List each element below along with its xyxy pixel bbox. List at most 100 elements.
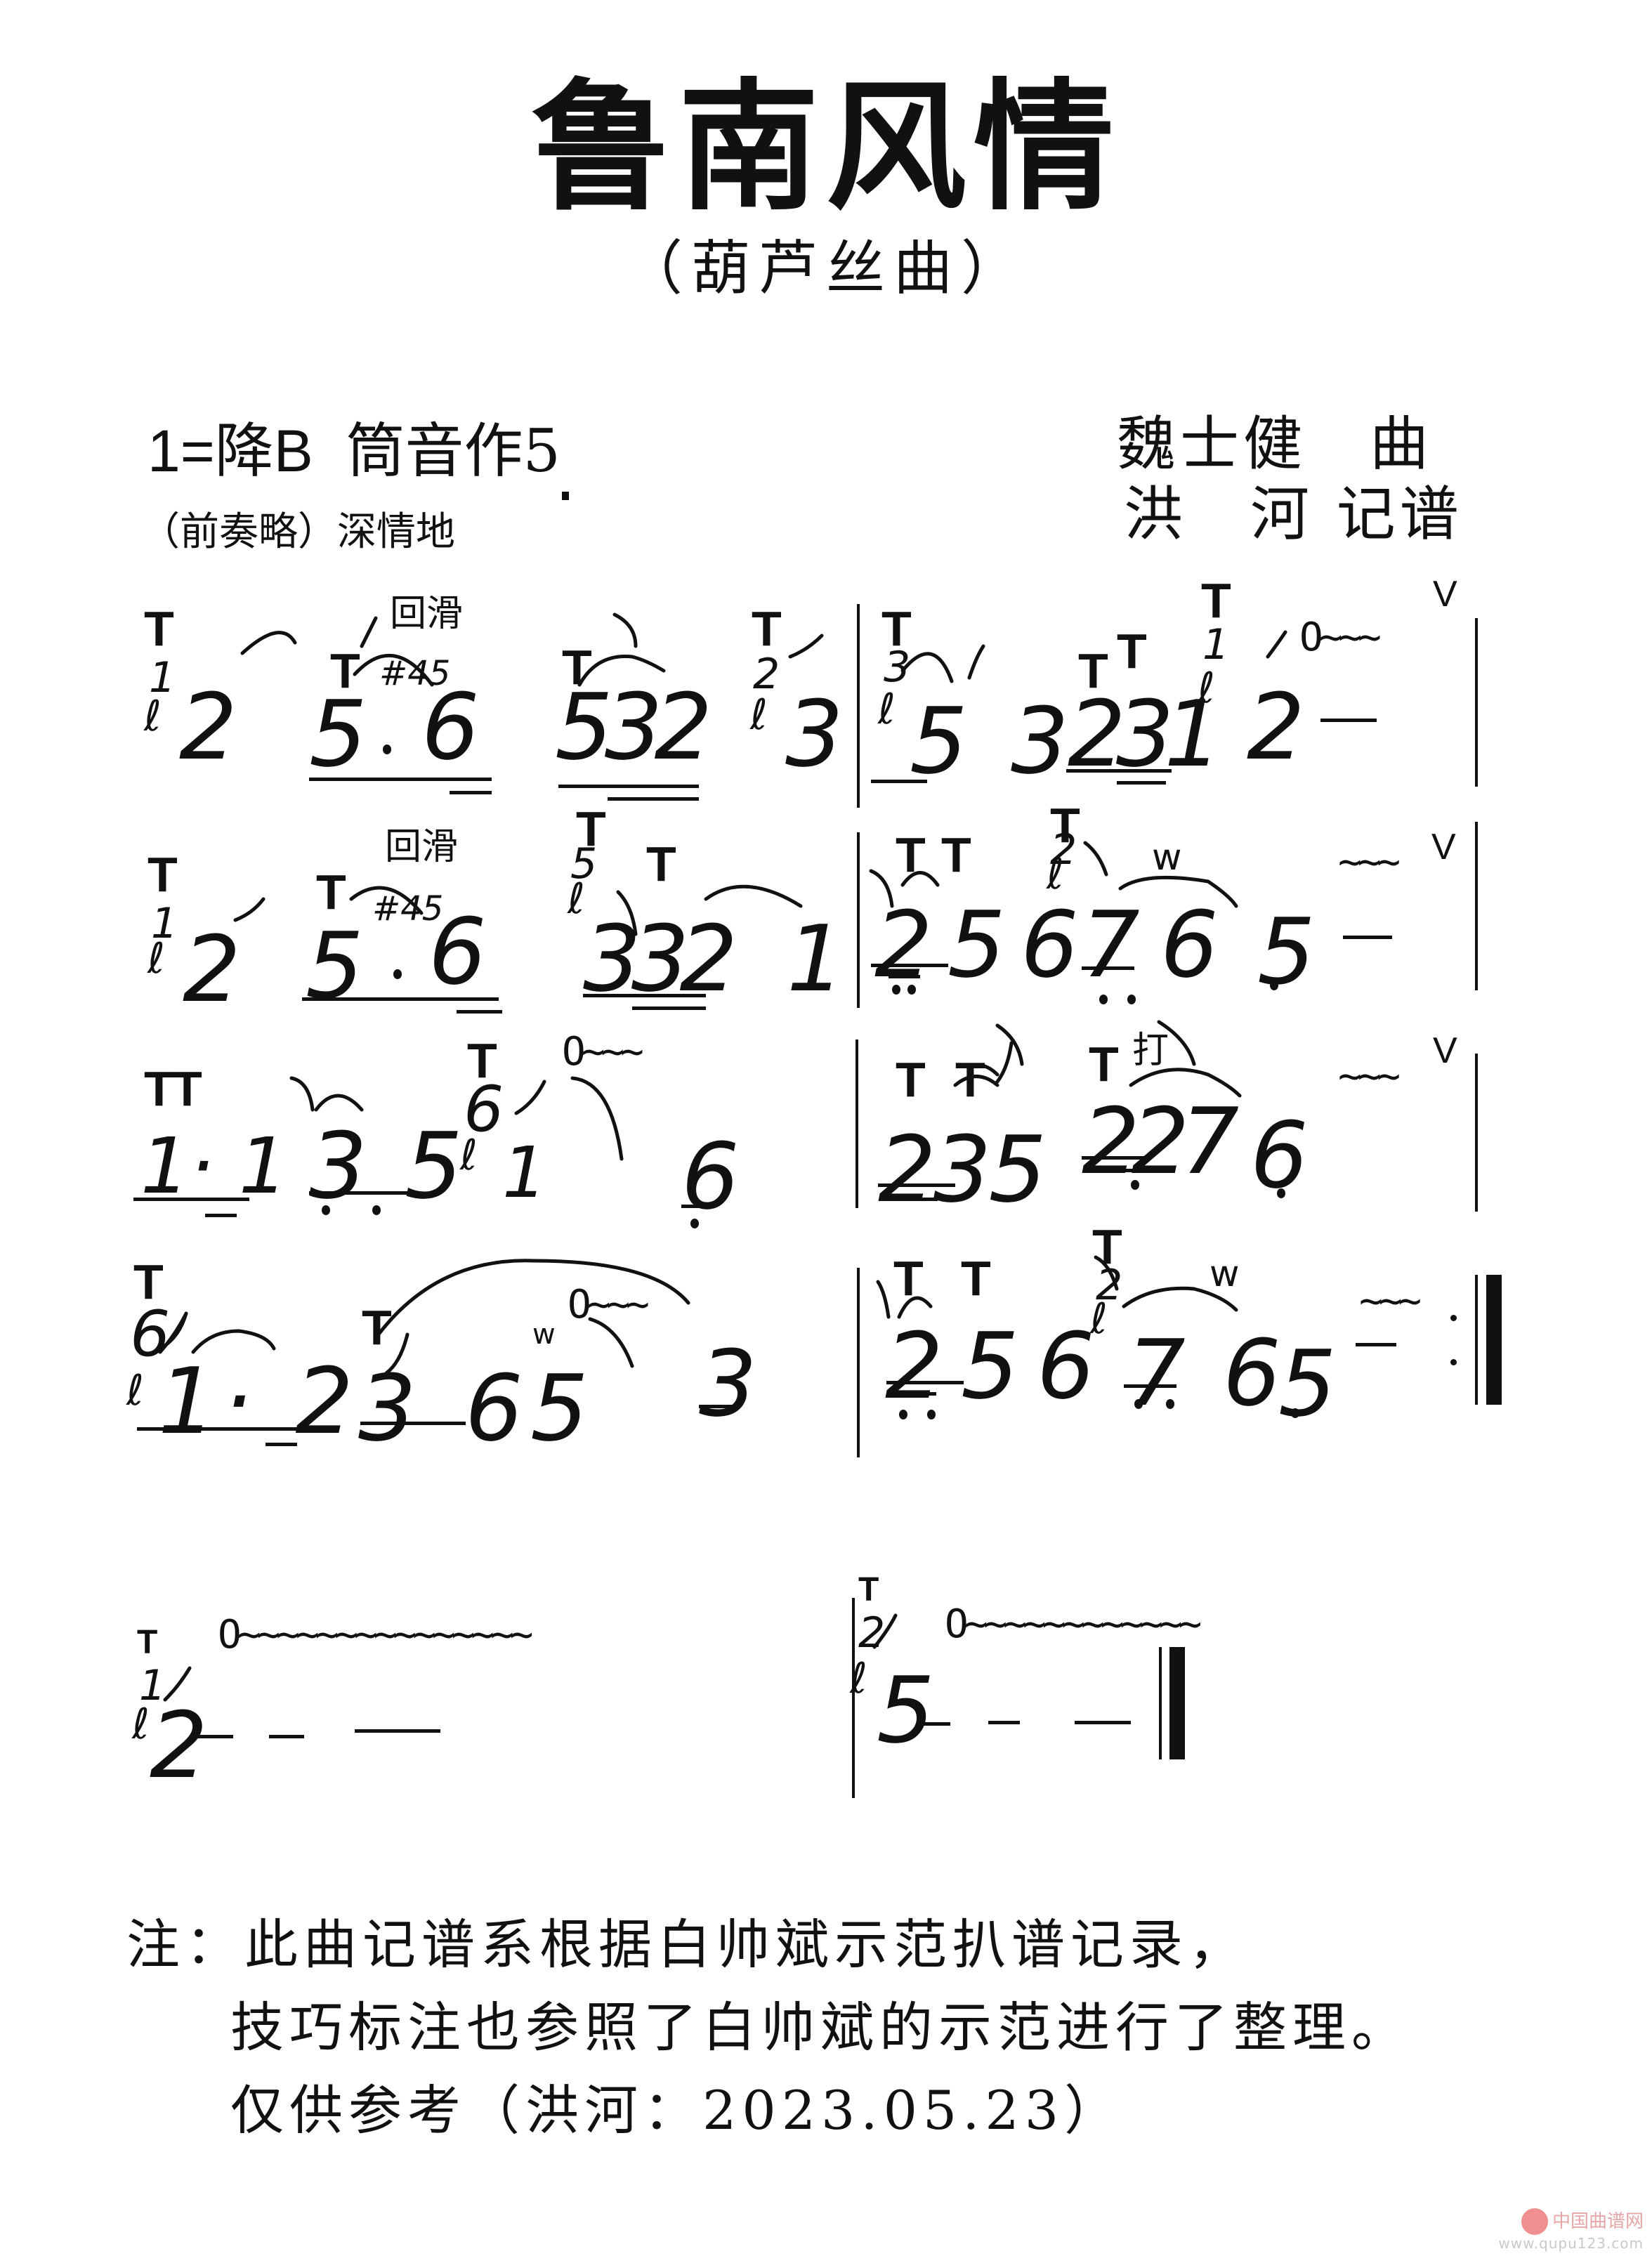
low-octave-dot bbox=[393, 969, 402, 979]
final-barline-thin bbox=[1159, 1647, 1162, 1759]
tongue-mark: T bbox=[467, 1033, 497, 1088]
underline-sixteenth bbox=[457, 1010, 502, 1014]
barline bbox=[852, 1598, 855, 1798]
tongue-mark: T bbox=[961, 1251, 991, 1306]
note: 1 bbox=[502, 1132, 547, 1214]
note: 5 bbox=[309, 681, 367, 787]
low-octave-dot bbox=[1099, 995, 1108, 1004]
fingering-2: 2 bbox=[858, 1608, 886, 1658]
watermark-name: 中国曲谱网 bbox=[1552, 2210, 1644, 2232]
transcription-note: 注：此曲记谱系根据白帅斌示范扒谱记录， 技巧标注也参照了白帅斌的示范进行了整理。… bbox=[126, 1903, 1410, 2151]
tongue-mark: T bbox=[144, 1061, 174, 1116]
transcriber-credit: 洪 河 记谱 bbox=[1124, 480, 1463, 549]
tongue-mark: T bbox=[1050, 798, 1080, 853]
hold-dash bbox=[919, 1722, 950, 1726]
tongue-mark: T bbox=[148, 847, 178, 902]
site-logo-icon bbox=[1521, 2208, 1548, 2235]
hold-dash bbox=[197, 1735, 233, 1738]
underline-sixteenth bbox=[450, 791, 492, 794]
hua-ornament-icon: ℓ bbox=[750, 690, 768, 740]
note-group: 5 3 bbox=[910, 688, 1076, 794]
trill-mark: w bbox=[1210, 1253, 1240, 1295]
note-group: 3 6 bbox=[358, 1355, 533, 1462]
fingering-6: 6 bbox=[464, 1073, 504, 1146]
note: 2 bbox=[1247, 674, 1305, 780]
hold-dash bbox=[1343, 936, 1392, 939]
composer-credit: 魏士健 曲 bbox=[1117, 409, 1434, 478]
tongue-mark: T bbox=[893, 1251, 924, 1306]
underline-eighth bbox=[360, 1422, 466, 1425]
tongue-mark: T bbox=[1078, 643, 1108, 698]
hua-ornament-icon: ℓ bbox=[1047, 850, 1064, 899]
repeat-dot bbox=[1450, 1359, 1457, 1365]
tongue-mark: T bbox=[144, 601, 174, 656]
vibrato-mark: ~~~ bbox=[1359, 1278, 1422, 1324]
hua-ornament-icon: ℓ bbox=[1090, 1294, 1108, 1344]
tremolo-mark: O~~~ bbox=[568, 1282, 650, 1327]
underline-eighth bbox=[133, 1198, 249, 1201]
page-subtitle: （葫芦丝曲） bbox=[623, 234, 1028, 303]
tongue-mark: T bbox=[941, 827, 971, 882]
note-group: 7 6 bbox=[1082, 891, 1219, 998]
underline-eighth bbox=[583, 994, 706, 997]
note: 5 bbox=[530, 1355, 589, 1462]
underline-eighth bbox=[137, 1427, 309, 1431]
low-octave-dot bbox=[372, 1205, 381, 1215]
note-group: 7 6 bbox=[1127, 1320, 1285, 1427]
hold-dash bbox=[1356, 1343, 1396, 1346]
note-group: 2 5 6 bbox=[885, 1313, 1095, 1419]
trill-mark: w bbox=[1152, 837, 1182, 879]
huihua-annotation: 回滑 bbox=[390, 593, 464, 635]
score-row-3: T T 1· 1 3 5 T 6 ℓ 1 O~~~ 6 T T 235 T 打 … bbox=[0, 1018, 1652, 1243]
barline bbox=[1475, 1054, 1478, 1212]
barline bbox=[857, 1268, 860, 1457]
da-technique-mark: 打 bbox=[1132, 1030, 1169, 1072]
low-octave-dot bbox=[1166, 1399, 1174, 1409]
repeat-barline-thin bbox=[1475, 1275, 1478, 1405]
tongue-mark: T bbox=[646, 837, 676, 891]
note: 6 bbox=[681, 1123, 740, 1230]
underline-sixteenth bbox=[608, 797, 699, 801]
note-group: 1· 1 bbox=[140, 1121, 288, 1211]
underline-sixteenth bbox=[898, 1392, 936, 1396]
final-barline-thick bbox=[1169, 1647, 1185, 1759]
underline-eighth bbox=[871, 964, 948, 967]
fingering-2: 2 bbox=[1050, 825, 1077, 874]
tongue-mark: T bbox=[752, 601, 782, 656]
vibrato-mark: ~~~ bbox=[1338, 839, 1401, 885]
key-value: 1=降B bbox=[148, 418, 313, 484]
note-group: 227 bbox=[1082, 1088, 1239, 1195]
hua-ornament-icon: ℓ bbox=[568, 874, 585, 924]
underline-eighth bbox=[1124, 1384, 1176, 1388]
tongue-mark: T bbox=[576, 801, 606, 856]
score-row-1: T 1 ℓ 2 T 回滑 #45 5 6 T 532 T 2 ℓ 3 T 3 ℓ… bbox=[0, 576, 1652, 808]
hold-dash bbox=[355, 1729, 440, 1733]
barline bbox=[857, 832, 860, 1008]
tongue-mark: T bbox=[896, 827, 926, 882]
note: 6 bbox=[1250, 1102, 1309, 1209]
tongue-mark: T bbox=[316, 865, 346, 919]
note-group: 532 bbox=[555, 674, 712, 780]
hua-ornament-icon: ℓ bbox=[878, 685, 896, 734]
underline-eighth bbox=[1082, 1156, 1145, 1160]
tongue-mark: T bbox=[362, 1300, 392, 1355]
note-group: 332 bbox=[583, 905, 738, 1012]
tongue-mark: T bbox=[137, 1624, 158, 1661]
fingering-1: 1 bbox=[151, 899, 178, 948]
hua-ornament-icon: ℓ bbox=[148, 934, 165, 983]
underline-sixteenth bbox=[205, 1214, 237, 1217]
low-octave-dot bbox=[1131, 1180, 1139, 1190]
low-octave-dot bbox=[562, 492, 569, 500]
breath-mark: V bbox=[1433, 574, 1457, 615]
page-title: 鲁南风情 bbox=[530, 65, 1121, 230]
repeat-dot bbox=[1450, 1315, 1457, 1321]
barline bbox=[1475, 618, 1478, 787]
barline bbox=[855, 1040, 858, 1208]
underline-eighth bbox=[886, 1381, 964, 1384]
hua-ornament-icon: ℓ bbox=[126, 1366, 144, 1415]
repeat-barline-thick bbox=[1486, 1275, 1502, 1405]
underline-eighth bbox=[558, 785, 699, 788]
note-line-3: 仅供参考（洪河：2023.05.23） bbox=[230, 2078, 1124, 2142]
note: 3 bbox=[699, 1330, 757, 1437]
note: 2 bbox=[150, 1692, 208, 1799]
